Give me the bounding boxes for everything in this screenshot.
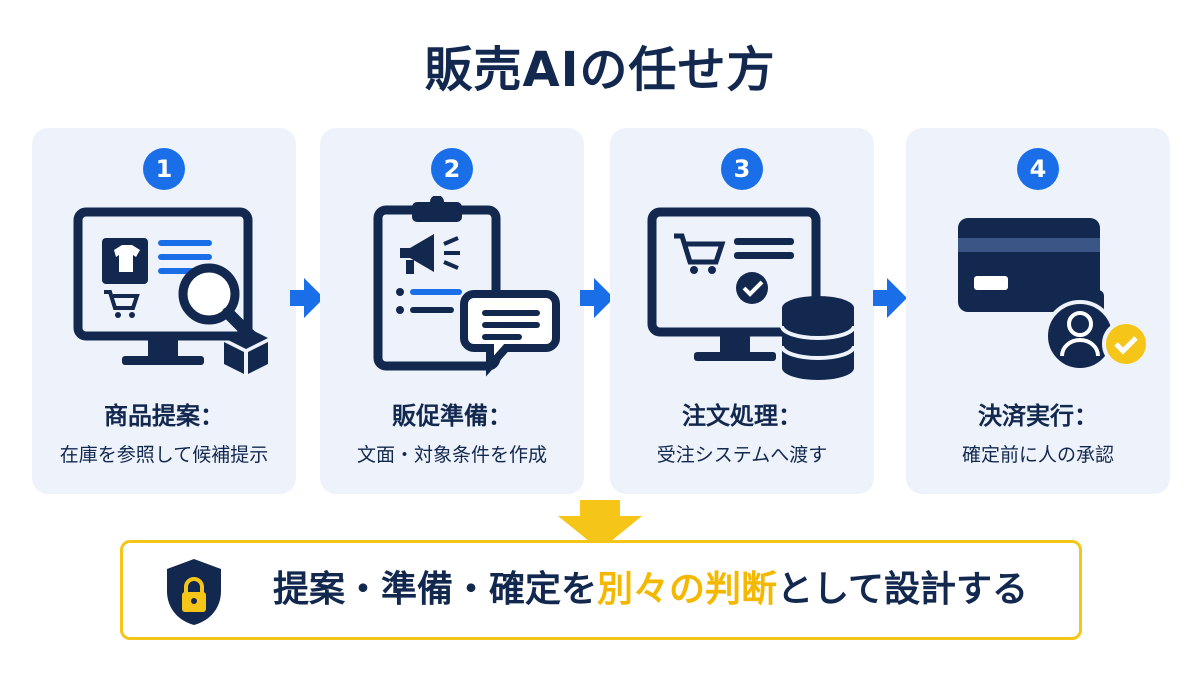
page-title: 販売AIの任せ方 <box>424 42 776 98</box>
step-description: 在庫を参照して候補提示 <box>59 444 269 466</box>
step-number-badge: 1 <box>143 148 185 190</box>
down-arrow-icon <box>558 500 642 550</box>
step-number-badge: 2 <box>431 148 473 190</box>
step-card-2: 2 販促準備： 文面・対象条件を作成 <box>320 128 584 494</box>
clipboard-megaphone-icon <box>373 196 560 377</box>
step-title: 販促準備： <box>392 402 512 430</box>
step-card-4: 4 決済実行： 確定前に人の承認 <box>906 128 1170 494</box>
monitor-search-icon <box>73 207 268 374</box>
summary-text: 提案・準備・確定を別々の判断として設計する <box>273 543 1028 637</box>
right-arrow-icon <box>290 278 324 318</box>
monitor-cart-database-icon <box>647 207 856 380</box>
summary-text-post: として設計する <box>777 569 1028 610</box>
card-lock-approval-icon <box>958 218 1150 372</box>
step-description: 文面・対象条件を作成 <box>356 444 547 466</box>
step-card-1: 1 商品提案： 在庫を参照して候補提示 <box>32 128 296 494</box>
right-arrow-icon <box>873 278 907 318</box>
step-number-badge: 4 <box>1017 148 1059 190</box>
step-title: 商品提案： <box>104 402 224 430</box>
shield-lock-icon <box>167 559 221 625</box>
step-number-badge: 3 <box>721 148 763 190</box>
summary-text-highlight: 別々の判断 <box>597 569 778 610</box>
summary-banner: 提案・準備・確定を別々の判断として設計する <box>120 540 1082 640</box>
right-arrow-icon <box>580 278 614 318</box>
step-card-3: 3 注文処理： 受注システムへ渡す <box>610 128 874 494</box>
summary-text-pre: 提案・準備・確定を <box>273 569 598 610</box>
step-title: 決済実行： <box>978 402 1098 430</box>
step-description: 確定前に人の承認 <box>961 444 1114 466</box>
step-title: 注文処理： <box>682 402 802 430</box>
step-description: 受注システムへ渡す <box>656 444 828 466</box>
